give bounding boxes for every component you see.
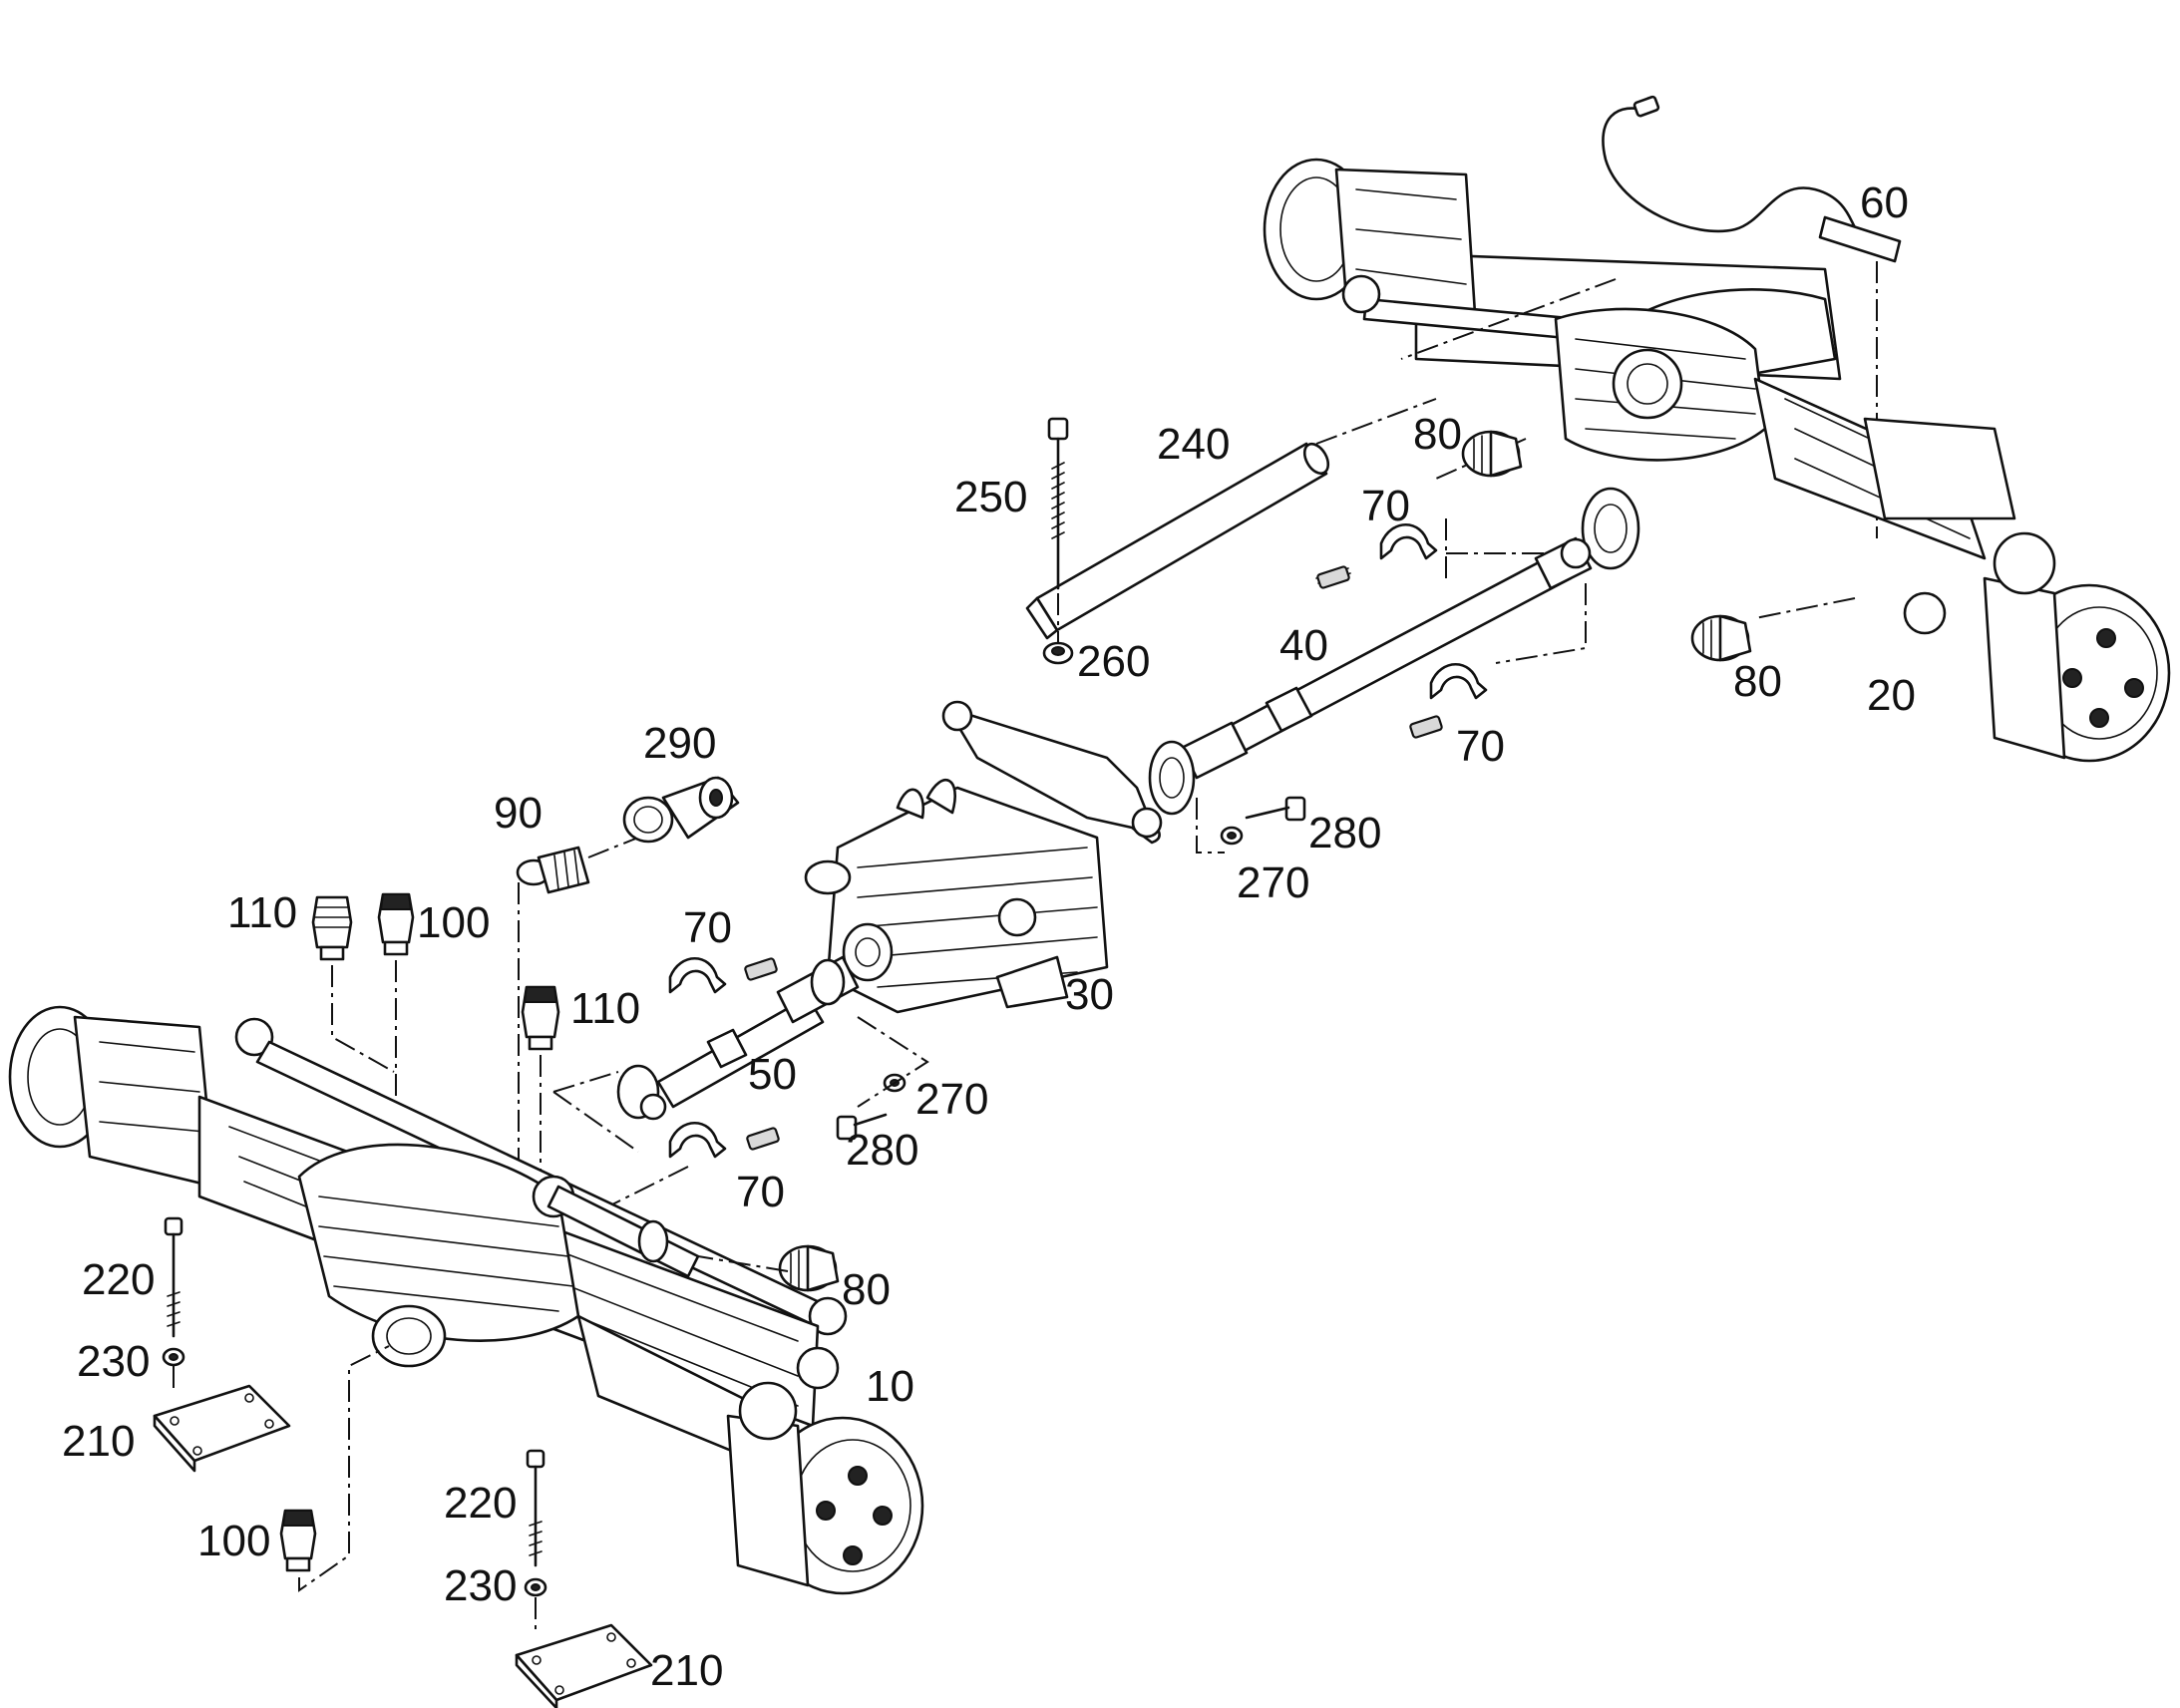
part-labels: 60 240 250 80 70 260 40 80 20 70 290 90 … [62,178,1916,1695]
label-70-front-upper: 70 [683,903,732,952]
fitting-80-rear-right [1690,614,1752,662]
propshaft-40 [1148,536,1593,816]
clamp-70-front-lower [668,1121,780,1159]
clamp-70-front-upper [668,956,778,994]
nut-260 [1042,641,1074,665]
label-220-left: 220 [82,1255,155,1304]
label-210-center: 210 [650,1646,723,1695]
label-70-lower: 70 [1456,722,1505,771]
fitting-110-mid [521,985,560,1051]
propshaft-50 [616,955,860,1121]
plate-210-center [515,1623,653,1708]
label-80-front: 80 [842,1265,891,1314]
label-70-upper: 70 [1361,482,1410,530]
label-270-lower: 270 [915,1075,988,1124]
label-280-lower: 280 [846,1126,918,1175]
fitting-110-top [311,895,353,961]
label-30: 30 [1065,970,1114,1019]
pin-240 [1025,442,1330,640]
label-110-top: 110 [227,888,297,937]
front-axle-assembly [8,1005,924,1595]
label-270-upper: 270 [1237,858,1309,907]
bolt-280-upper [1245,796,1306,822]
fitting-100-top [377,892,415,956]
label-240: 240 [1157,420,1230,469]
label-100-bottom: 100 [197,1517,270,1565]
label-210-left: 210 [62,1417,135,1466]
label-80-rear-left: 80 [1413,410,1462,459]
bolt-220-center [526,1449,545,1567]
fitting-80-rear-left [1461,430,1523,478]
label-80-rear-right: 80 [1733,657,1782,706]
label-110-mid: 110 [570,984,640,1033]
label-260: 260 [1077,637,1150,686]
washer-230-left [162,1347,185,1367]
label-60: 60 [1860,178,1909,227]
label-70-front-lower: 70 [736,1168,785,1216]
label-280-upper: 280 [1308,809,1381,857]
label-20: 20 [1867,671,1916,720]
bolt-280-lower [836,1113,888,1141]
fitting-90 [516,846,590,894]
label-220-center: 220 [444,1479,517,1528]
label-250: 250 [954,473,1027,521]
label-90: 90 [494,789,543,838]
label-10: 10 [866,1362,914,1411]
label-230-left: 230 [77,1337,150,1386]
bolt-220-left [164,1216,183,1338]
label-40: 40 [1279,621,1328,670]
clamp-70-upper [1315,522,1438,589]
washer-270-upper [1220,826,1244,846]
plate-210-left [153,1384,291,1473]
label-50: 50 [748,1050,797,1099]
fitting-80-front [778,1244,840,1292]
clamp-70-lower [1409,662,1488,739]
washer-230-center [524,1577,547,1597]
label-290: 290 [643,719,716,768]
transfer-case-30 [804,700,1163,1014]
label-230-center: 230 [444,1561,517,1610]
fitting-100-bottom [279,1509,317,1572]
rear-axle-assembly [1263,95,2171,763]
label-100-top: 100 [417,898,490,947]
bolt-250 [1047,417,1069,590]
elbow-fitting-290 [622,776,740,844]
